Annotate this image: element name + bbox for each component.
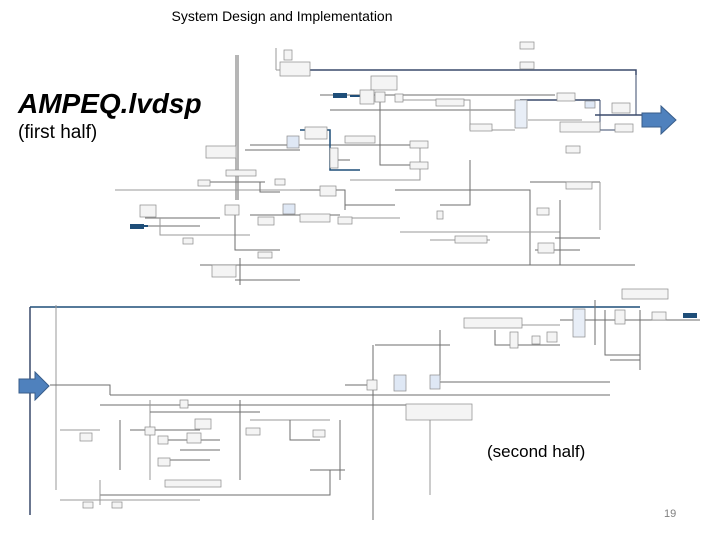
slide-header-title: System Design and Implementation bbox=[171, 8, 393, 24]
blue-right-arrow-icon bbox=[641, 105, 677, 135]
first-half-label: (first half) bbox=[18, 122, 98, 143]
slide-main-title: AMPEQ.lvdsp bbox=[18, 88, 202, 119]
blue-terminals bbox=[130, 93, 697, 318]
first-half-nodes bbox=[139, 41, 634, 278]
second-half-nodes bbox=[79, 288, 669, 509]
blue-right-arrow-icon bbox=[18, 371, 50, 401]
second-half-label: (second half) bbox=[487, 442, 586, 461]
slide-number: 19 bbox=[664, 508, 677, 520]
second-half-wires bbox=[29, 300, 700, 520]
